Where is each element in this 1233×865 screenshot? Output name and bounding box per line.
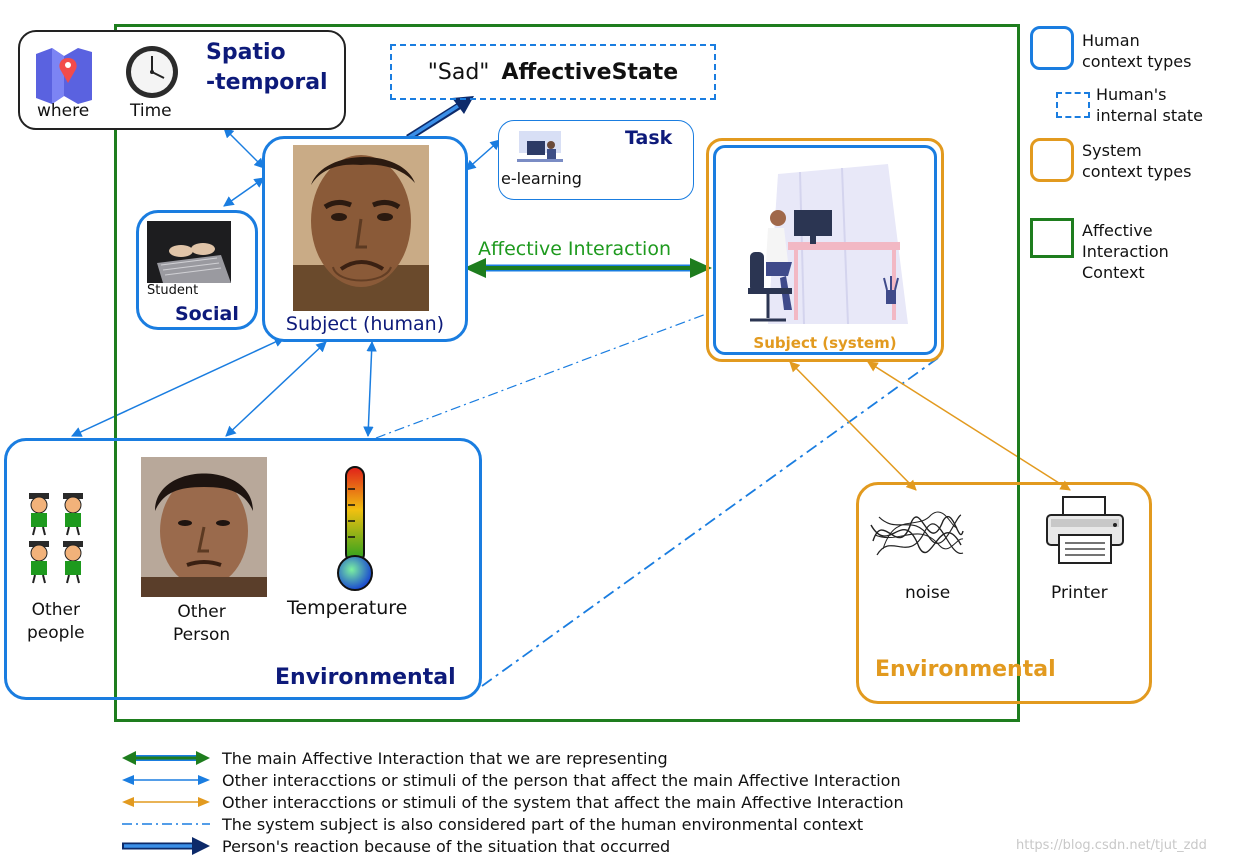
spatiotemporal-title: Spatio -temporal: [206, 40, 328, 95]
task-title: Task: [625, 127, 673, 149]
printer-label: Printer: [1051, 583, 1108, 603]
affective-interaction-arrow: [464, 258, 712, 278]
other-people-label: Other people: [27, 600, 85, 643]
noise-scribble-icon: [870, 511, 964, 556]
task-label: e-learning: [501, 169, 582, 188]
legend-row-person-stimuli: Other interacctions or stimuli of the pe…: [120, 770, 901, 790]
map-pin-icon: [36, 48, 92, 104]
student-label: Student: [147, 283, 199, 298]
affective-state-quote: "Sad": [427, 59, 490, 85]
student-laptop-photo: [147, 221, 231, 283]
human-environmental-title: Environmental: [275, 665, 456, 690]
legend-reaction-arrow: [122, 837, 210, 855]
system-environmental-title: Environmental: [875, 657, 1056, 682]
printer-icon: [1046, 496, 1124, 564]
spatiotemporal-box: where Time Spatio -temporal: [18, 30, 346, 130]
legend-row-system-stimuli: Other interacctions or stimuli of the sy…: [120, 792, 904, 812]
legend-text: The main Affective Interaction that we a…: [222, 748, 668, 768]
thermometer-icon: [337, 466, 373, 591]
subject-human-box: Subject (human): [262, 136, 468, 342]
sad-face-photo: [293, 145, 429, 311]
arrow-social-human: [223, 177, 265, 207]
key-affective-context-swatch: [1030, 218, 1074, 258]
legend-blue-double-arrow: [122, 775, 210, 785]
social-box: Student Social: [136, 210, 258, 330]
arrow-human-otherperson: [225, 341, 327, 437]
legend-text: The system subject is also considered pa…: [222, 814, 864, 834]
person-at-desk-illustration: [748, 164, 908, 325]
affective-state-box: "Sad" AffectiveState: [390, 44, 716, 100]
subject-system-label: Subject (system): [753, 334, 897, 352]
arrow-human-temperature: [363, 340, 377, 438]
legend-dashdot-line: [122, 823, 210, 825]
legend-orange-double-arrow: [122, 797, 210, 807]
key-system-context-swatch: [1030, 138, 1074, 182]
elearning-illustration: [517, 131, 563, 162]
affective-state-title: AffectiveState: [501, 59, 679, 85]
system-environmental-box: noise Printer Environmental: [856, 482, 1152, 704]
human-environmental-box: Other people Other Person Tem: [4, 438, 482, 700]
key-human-context-label: Human context types: [1082, 31, 1192, 71]
key-human-context-swatch: [1030, 26, 1074, 70]
other-person-label: Other Person: [173, 602, 231, 645]
legend-row-system-environment: The system subject is also considered pa…: [120, 814, 863, 834]
affective-interaction-context-box: [114, 24, 1020, 722]
legend-text: Person's reaction because of the situati…: [222, 836, 671, 856]
affective-interaction-label: Affective Interaction: [478, 238, 672, 260]
other-people-icon: [28, 492, 84, 584]
arrow-system-printer: [867, 361, 1071, 491]
key-affective-context-label: Affective Interaction Context: [1082, 221, 1169, 282]
legend-row-person-reaction: Person's reaction because of the situati…: [120, 836, 670, 856]
where-label: where: [37, 101, 90, 121]
noise-label: noise: [905, 583, 951, 603]
subject-system-inner-box: Subject (system): [713, 145, 937, 355]
arrow-task-human: [465, 139, 501, 171]
legend-text: Other interacctions or stimuli of the pe…: [222, 770, 901, 790]
social-title: Social: [175, 303, 239, 325]
key-internal-state-label: Human's internal state: [1096, 85, 1204, 125]
key-system-context-label: System context types: [1082, 141, 1192, 181]
subject-system-outer-box: [706, 138, 944, 362]
arrow-spatiotemporal-human: [223, 127, 265, 169]
subject-human-label: Subject (human): [285, 313, 445, 335]
watermark-text: https://blog.csdn.net/tjut_zdd: [1016, 838, 1207, 853]
key-internal-state-swatch: [1056, 92, 1090, 118]
reaction-arrow: [406, 96, 474, 141]
clock-icon: [126, 46, 178, 98]
legend-row-main-interaction: The main Affective Interaction that we a…: [120, 748, 668, 768]
task-box: Task e-learning: [498, 120, 694, 200]
temperature-label: Temperature: [287, 597, 408, 619]
other-person-photo: [141, 457, 267, 597]
time-label: Time: [130, 101, 172, 121]
legend-green-double-arrow: [122, 751, 210, 765]
legend-text: Other interacctions or stimuli of the sy…: [222, 792, 904, 812]
